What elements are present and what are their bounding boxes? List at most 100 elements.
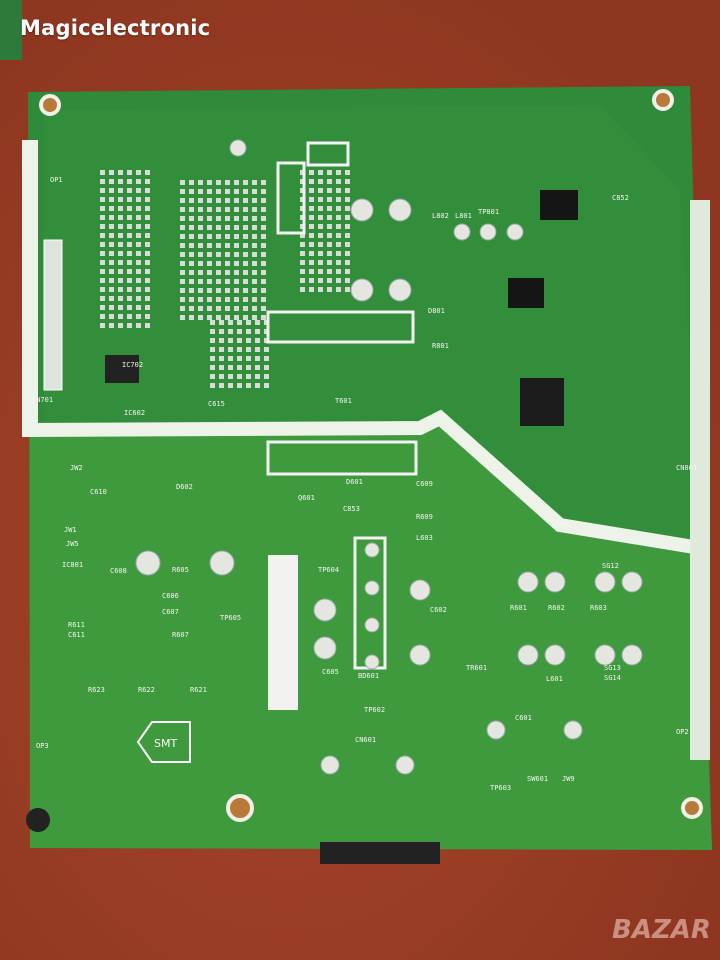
solder-pad (225, 261, 230, 266)
solder-pad (225, 180, 230, 185)
solder-pad (228, 383, 233, 388)
silk-label: R621 (190, 686, 207, 694)
silk-label: C610 (90, 488, 107, 496)
solder-pad (252, 216, 257, 221)
solder-pad (100, 224, 105, 229)
lower-board-area (30, 420, 712, 850)
silk-label: C601 (515, 714, 532, 722)
solder-pad (207, 180, 212, 185)
silk-label: R801 (432, 342, 449, 350)
solder-pad (145, 251, 150, 256)
solder-pad (246, 374, 251, 379)
solder-pad (225, 198, 230, 203)
solder-pad (145, 296, 150, 301)
solder-pad (180, 261, 185, 266)
solder-pad (309, 224, 314, 229)
solder-pad (207, 252, 212, 257)
solder-pad (309, 260, 314, 265)
solder-pad (136, 287, 141, 292)
solder-pad (228, 338, 233, 343)
silk-label: IC602 (124, 409, 145, 417)
solder-pad (100, 242, 105, 247)
silk-label: JW5 (66, 540, 79, 548)
solder-pad (234, 198, 239, 203)
solder-pad (255, 338, 260, 343)
solder-pad (336, 260, 341, 265)
solder-pad (210, 338, 215, 343)
solder-pad (136, 296, 141, 301)
solder-pad (300, 233, 305, 238)
silk-label: JW9 (562, 775, 575, 783)
solder-pad (216, 288, 221, 293)
solder-pad (216, 234, 221, 239)
solder-pad (180, 207, 185, 212)
solder-pad (345, 233, 350, 238)
solder-pad (109, 206, 114, 211)
solder-pad (252, 261, 257, 266)
solder-pad (336, 224, 341, 229)
solder-pad (345, 170, 350, 175)
solder-pad (100, 233, 105, 238)
solder-pad (180, 216, 185, 221)
solder-pad (127, 260, 132, 265)
solder-pad (136, 278, 141, 283)
solder-pad (345, 206, 350, 211)
solder-pad (136, 179, 141, 184)
solder-pad (225, 279, 230, 284)
silk-label: C607 (162, 608, 179, 616)
solder-pad (318, 269, 323, 274)
solder-pad (237, 383, 242, 388)
silk-label: R609 (416, 513, 433, 521)
solder-pad (189, 189, 194, 194)
solder-pad (180, 270, 185, 275)
solder-pad (318, 206, 323, 211)
silk-label: R602 (548, 604, 565, 612)
solder-pad (100, 251, 105, 256)
solder-pad (237, 320, 242, 325)
solder-pad (345, 188, 350, 193)
solder-pad (118, 233, 123, 238)
solder-pad (336, 251, 341, 256)
solder-pad (145, 197, 150, 202)
solder-pad (109, 296, 114, 301)
solder-pad (234, 288, 239, 293)
solder-pad (219, 347, 224, 352)
solder-pad (189, 198, 194, 203)
solder-pad (252, 225, 257, 230)
solder-pad (127, 206, 132, 211)
solder-pad (100, 260, 105, 265)
solder-pad (136, 305, 141, 310)
mosfet (508, 278, 544, 308)
solder-pad (318, 242, 323, 247)
silk-label: D601 (346, 478, 363, 486)
smt-arrow-icon (136, 721, 191, 763)
solder-pad (252, 189, 257, 194)
solder-pad (300, 287, 305, 292)
solder-pad (243, 234, 248, 239)
solder-pad (198, 261, 203, 266)
silk-label: L601 (546, 675, 563, 683)
silk-label: R601 (510, 604, 527, 612)
solder-pad (207, 243, 212, 248)
solder-pad (207, 270, 212, 275)
solder-pad (336, 278, 341, 283)
solder-pad (109, 287, 114, 292)
solder-pad (189, 288, 194, 293)
solder-pad (318, 251, 323, 256)
solder-pad (118, 215, 123, 220)
solder-pad (318, 179, 323, 184)
silk-label: TP801 (478, 208, 499, 216)
solder-pad (145, 170, 150, 175)
solder-pad (136, 197, 141, 202)
solder-pad (261, 225, 266, 230)
solder-pad (210, 365, 215, 370)
solder-pad (210, 356, 215, 361)
solder-pad (261, 270, 266, 275)
solder-pad (345, 242, 350, 247)
solder-pad (207, 297, 212, 302)
solder-pad (136, 206, 141, 211)
solder-pad (309, 251, 314, 256)
solder-pad (145, 233, 150, 238)
solder-pad (318, 215, 323, 220)
